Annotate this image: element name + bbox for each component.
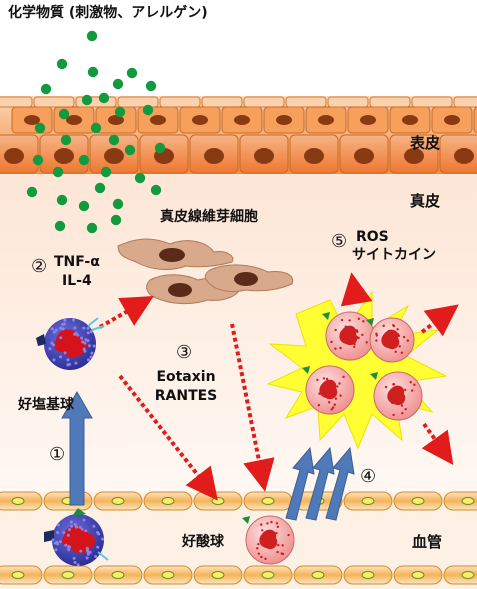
step-5-line-2: サイトカイン (352, 248, 436, 263)
step-3-line-1: Eotaxin (150, 370, 222, 385)
step-2-line-2: IL-4 (62, 274, 92, 289)
dermis-label: 真皮 (410, 194, 440, 210)
step-2-marker: ② (31, 258, 47, 277)
step-5-line-1: ROS (356, 230, 389, 245)
step-3-line-2: RANTES (150, 389, 222, 404)
step-5-marker: ⑤ (331, 233, 347, 252)
page-title: 化学物質 (刺激物、アレルゲン) (8, 6, 208, 21)
step-1-marker: ① (49, 446, 65, 465)
eosinophil-label: 好酸球 (182, 535, 224, 550)
step-3-marker: ③ (176, 344, 192, 363)
blood-vessel-label: 血管 (412, 535, 442, 551)
epidermis-label: 表皮 (410, 136, 440, 152)
step-2-line-1: TNF-α (54, 255, 100, 270)
basophil-label: 好塩基球 (18, 398, 74, 413)
step-4-marker: ④ (360, 468, 376, 487)
fibroblast-label: 真皮線維芽細胞 (160, 210, 258, 225)
